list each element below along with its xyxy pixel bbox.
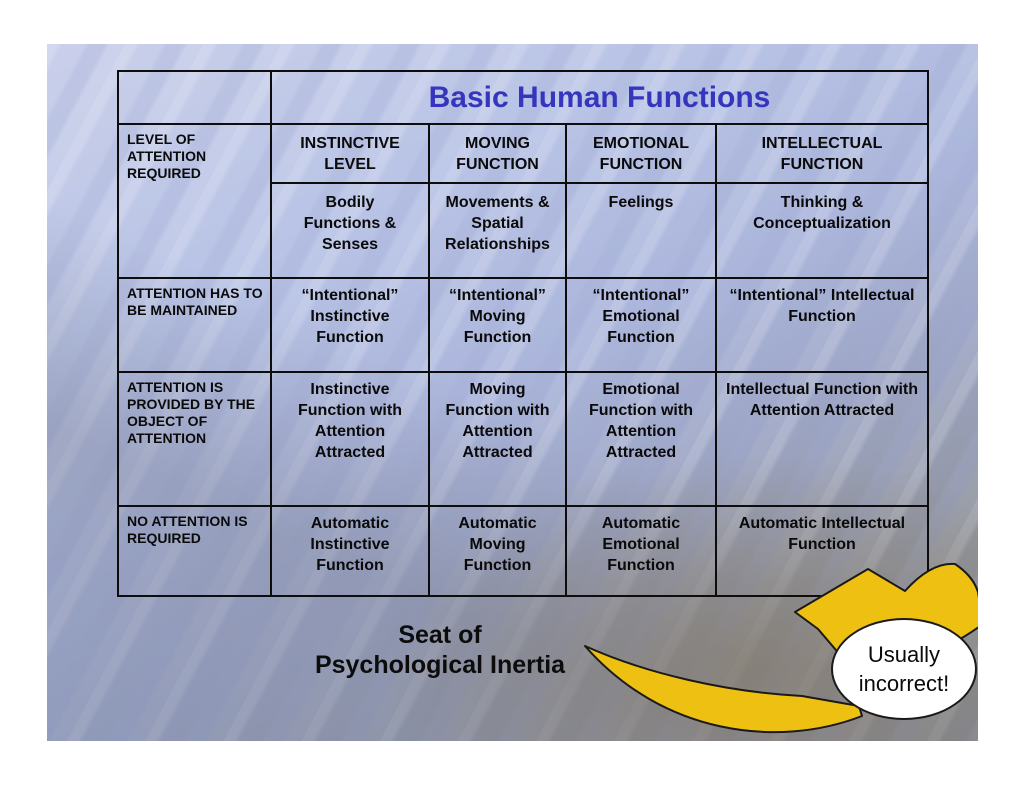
callout-line2: incorrect! [858,671,950,696]
table-cell: “Intentional” Intellectual Function [717,279,927,373]
table-cell: Intellectual Function with Attention Att… [717,373,927,507]
table-cell: Automatic Instinctive Function [272,507,430,595]
row-label-attention-maintained: ATTENTION HAS TO BE MAINTAINED [119,279,272,373]
table-cell: “Intentional” Emotional Function [567,279,717,373]
arrow-swoosh [584,645,863,734]
table-cell: Instinctive Function with Attention Attr… [272,373,430,507]
table-cell: “Intentional” Moving Function [430,279,567,373]
table-cell: “Intentional” Instinctive Function [272,279,430,373]
table-title: Basic Human Functions [272,72,927,125]
column-header-instinctive: INSTINCTIVE LEVEL [272,125,430,184]
table-cell: Automatic Moving Function [430,507,567,595]
table-cell: Automatic Intellectual Function [738,515,906,553]
callout-line1: Usually [867,642,941,667]
column-description-intellectual: Thinking & Conceptualization [717,184,927,279]
column-description-instinctive: Bodily Functions & Senses [272,184,430,279]
basic-human-functions-table: Basic Human Functions LEVEL OF ATTENTION… [117,70,929,597]
row-label-no-attention: NO ATTENTION IS REQUIRED [119,507,272,595]
column-header-moving: MOVING FUNCTION [430,125,567,184]
column-header-intellectual: INTELLECTUAL FUNCTION [717,125,927,184]
slide-background: Basic Human Functions LEVEL OF ATTENTION… [47,44,978,741]
table-cell: Automatic Emotional Function [567,507,717,595]
column-header-emotional: EMOTIONAL FUNCTION [567,125,717,184]
caption-line2: Psychological Inertia [314,651,566,679]
caption-seat-of-psychological-inertia: Seat of Psychological Inertia [290,620,590,680]
corner-empty-cell [119,72,272,125]
row-label-level-of-attention: LEVEL OF ATTENTION REQUIRED [119,125,272,279]
row-label-attention-attracted: ATTENTION IS PROVIDED BY THE OBJECT OF A… [119,373,272,507]
callout-bubble: Usually incorrect! [831,618,977,720]
table-cell: Moving Function with Attention Attracted [430,373,567,507]
column-description-emotional: Feelings [567,184,717,279]
curved-arrow-icon [584,562,978,734]
caption-line1: Seat of [398,621,482,649]
table-cell: Emotional Function with Attention Attrac… [567,373,717,507]
column-description-moving: Movements & Spatial Relationships [430,184,567,279]
